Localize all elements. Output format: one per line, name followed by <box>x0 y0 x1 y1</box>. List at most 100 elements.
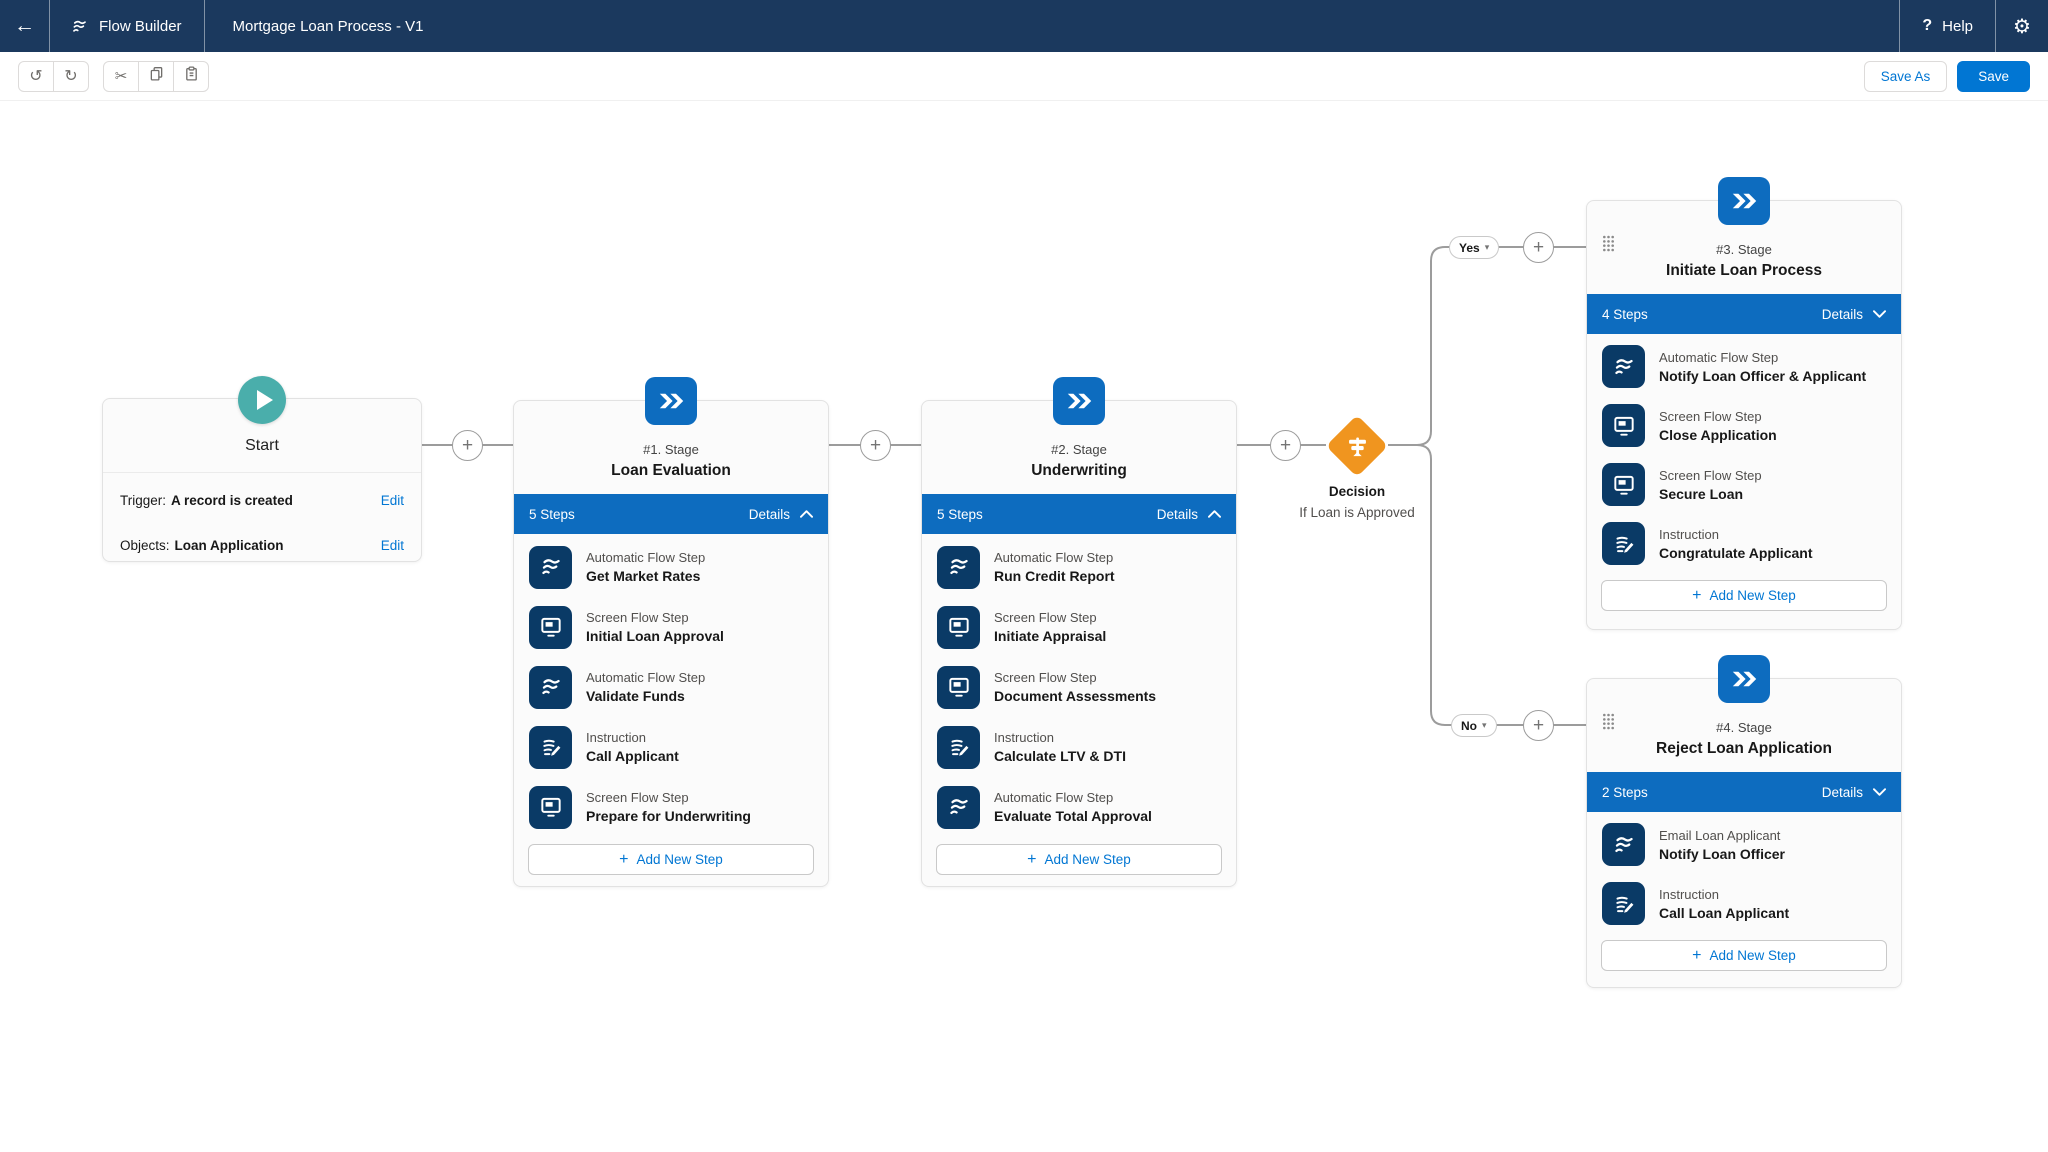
steps-list: Automatic Flow Step Notify Loan Officer … <box>1587 334 1901 573</box>
start-node-button[interactable] <box>238 376 286 424</box>
automatic-flow-step-icon <box>1602 823 1645 866</box>
stage-name: Reject Loan Application <box>1656 740 1832 757</box>
add-new-step-button[interactable]: + Add New Step <box>936 844 1222 875</box>
flow-title: Mortgage Loan Process - V1 <box>232 17 424 35</box>
step-row[interactable]: Screen Flow Step Initial Loan Approval <box>514 597 828 657</box>
drag-handle-icon[interactable] <box>1602 235 1615 257</box>
step-row[interactable]: Screen Flow Step Secure Loan <box>1587 455 1901 514</box>
step-row[interactable]: Instruction Calculate LTV & DTI <box>922 717 1236 777</box>
stage-badge-icon <box>1053 377 1105 425</box>
branch-no-label: No <box>1461 718 1477 733</box>
add-element-button[interactable]: + <box>860 430 891 461</box>
details-toggle-button[interactable]: Details <box>1157 507 1221 522</box>
decision-subtitle: If Loan is Approved <box>1299 505 1415 520</box>
stage-card-initiate-loan-process[interactable]: #3. Stage Initiate Loan Process 4 Steps … <box>1586 177 1902 630</box>
step-row[interactable]: Automatic Flow Step Run Credit Report <box>922 537 1236 597</box>
add-element-button[interactable]: + <box>452 430 483 461</box>
screen-flow-step-icon <box>1602 463 1645 506</box>
add-element-button[interactable]: + <box>1523 232 1554 263</box>
decision-node[interactable] <box>1325 414 1389 478</box>
steps-list: Email Loan Applicant Notify Loan Officer… <box>1587 812 1901 933</box>
stage-steps-bar: 4 Steps Details <box>1587 294 1901 334</box>
start-title: Start <box>103 399 421 473</box>
step-row[interactable]: Instruction Congratulate Applicant <box>1587 514 1901 573</box>
automatic-flow-step-icon <box>937 785 980 829</box>
instruction-icon <box>1602 882 1645 925</box>
chevron-down-icon <box>1873 788 1886 796</box>
back-arrow-icon: ← <box>14 14 35 37</box>
chevron-up-icon <box>1208 510 1221 518</box>
automatic-flow-step-icon <box>937 545 980 589</box>
trigger-label: Trigger: <box>120 493 167 508</box>
app-brand: Flow Builder <box>50 0 204 52</box>
help-icon: ? <box>1922 17 1933 34</box>
stage-badge-icon <box>1718 177 1770 225</box>
canvas-toolbar: ↺ ↻ ✂ Save As Save <box>0 52 2048 101</box>
branch-pill-yes[interactable]: Yes ▾ <box>1449 236 1500 259</box>
step-row[interactable]: Automatic Flow Step Validate Funds <box>514 657 828 717</box>
paste-button[interactable] <box>173 60 209 92</box>
step-row[interactable]: Automatic Flow Step Notify Loan Officer … <box>1587 337 1901 396</box>
redo-icon: ↻ <box>64 68 78 85</box>
stage-name: Loan Evaluation <box>611 462 731 479</box>
redo-button[interactable]: ↻ <box>53 60 89 92</box>
navbar-divider <box>1899 0 1901 52</box>
start-card[interactable]: Start Trigger: A record is created Edit … <box>102 398 422 562</box>
decision-label: Decision If Loan is Approved <box>1247 484 1467 520</box>
step-row[interactable]: Screen Flow Step Initiate Appraisal <box>922 597 1236 657</box>
stage-card-reject-loan-application[interactable]: #4. Stage Reject Loan Application 2 Step… <box>1586 655 1902 988</box>
clipboard-icon <box>184 66 199 86</box>
step-row[interactable]: Automatic Flow Step Evaluate Total Appro… <box>922 777 1236 837</box>
edit-objects-link[interactable]: Edit <box>380 538 404 553</box>
plus-icon: + <box>619 850 629 868</box>
stage-badge-icon <box>1718 655 1770 703</box>
details-toggle-button[interactable]: Details <box>1822 307 1886 322</box>
step-row[interactable]: Automatic Flow Step Get Market Rates <box>514 537 828 597</box>
branch-pill-no[interactable]: No ▾ <box>1451 714 1497 737</box>
drag-handle-icon[interactable] <box>1602 713 1615 735</box>
add-new-step-button[interactable]: + Add New Step <box>1601 940 1887 971</box>
chevron-down-icon <box>1873 310 1886 318</box>
steps-count-label: 2 Steps <box>1602 784 1648 800</box>
stage-number: #1. Stage <box>643 442 699 457</box>
add-element-button[interactable]: + <box>1523 710 1554 741</box>
step-row[interactable]: Screen Flow Step Close Application <box>1587 396 1901 455</box>
chevron-up-icon <box>800 510 813 518</box>
screen-flow-step-icon <box>937 665 980 709</box>
details-toggle-button[interactable]: Details <box>1822 785 1886 800</box>
step-row[interactable]: Screen Flow Step Prepare for Underwritin… <box>514 777 828 837</box>
undo-redo-group: ↺ ↻ <box>18 60 89 92</box>
step-row[interactable]: Email Loan Applicant Notify Loan Officer <box>1587 815 1901 874</box>
screen-flow-step-icon <box>937 605 980 649</box>
decision-title: Decision <box>1328 484 1386 499</box>
save-button[interactable]: Save <box>1957 60 2030 92</box>
details-toggle-button[interactable]: Details <box>749 507 813 522</box>
stage-steps-bar: 5 Steps Details <box>922 494 1236 534</box>
settings-button[interactable]: ⚙ <box>1996 0 2048 52</box>
add-element-button[interactable]: + <box>1270 430 1301 461</box>
add-new-step-button[interactable]: + Add New Step <box>1601 580 1887 611</box>
back-button[interactable]: ← <box>0 0 49 52</box>
gear-icon: ⚙ <box>2013 15 2031 38</box>
automatic-flow-step-icon <box>1602 345 1645 388</box>
decision-signpost-icon <box>1335 424 1379 468</box>
scissors-icon: ✂ <box>114 68 128 85</box>
stage-card-underwriting[interactable]: #2. Stage Underwriting 5 Steps Details A… <box>921 377 1237 887</box>
step-row[interactable]: Instruction Call Applicant <box>514 717 828 777</box>
save-as-button[interactable]: Save As <box>1863 60 1948 92</box>
automatic-flow-step-icon <box>529 545 572 589</box>
trigger-value: A record is created <box>171 493 293 508</box>
add-new-step-button[interactable]: + Add New Step <box>528 844 814 875</box>
undo-button[interactable]: ↺ <box>18 60 54 92</box>
stage-card-loan-evaluation[interactable]: #1. Stage Loan Evaluation 5 Steps Detail… <box>513 377 829 887</box>
step-row[interactable]: Instruction Call Loan Applicant <box>1587 874 1901 933</box>
navbar-divider <box>1995 0 1996 52</box>
help-button[interactable]: ? Help <box>1900 0 1995 52</box>
cut-button[interactable]: ✂ <box>103 60 139 92</box>
stage-steps-bar: 5 Steps Details <box>514 494 828 534</box>
copy-button[interactable] <box>138 60 174 92</box>
edit-trigger-link[interactable]: Edit <box>380 493 404 508</box>
step-row[interactable]: Screen Flow Step Document Assessments <box>922 657 1236 717</box>
copy-icon <box>149 66 164 86</box>
